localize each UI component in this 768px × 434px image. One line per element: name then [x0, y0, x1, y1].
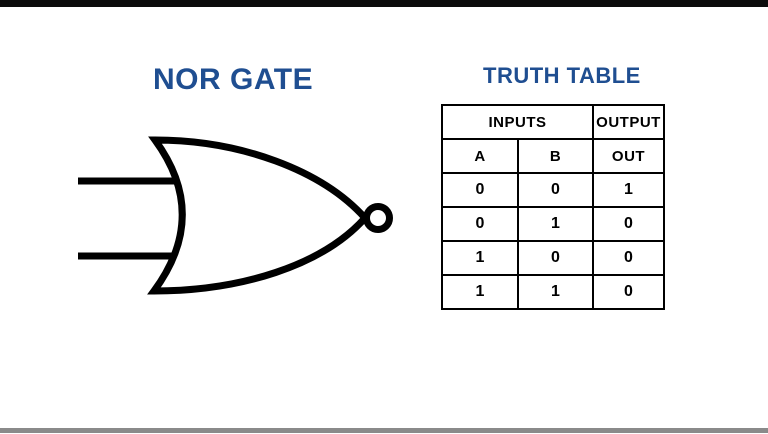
gate-title: NOR GATE: [153, 63, 314, 96]
cell-a: 0: [441, 206, 519, 242]
inversion-bubble-icon: [363, 203, 393, 233]
truth-table-group-header-row: INPUTS OUTPUT: [441, 104, 665, 140]
cell-b: 0: [517, 172, 594, 208]
cell-a: 0: [441, 172, 519, 208]
cell-out: 0: [592, 274, 665, 310]
table-row: 1 1 0: [441, 274, 665, 310]
table-row: 0 1 0: [441, 206, 665, 242]
cell-a: 1: [441, 274, 519, 310]
column-header-out: OUT: [592, 138, 665, 174]
column-header-b: B: [517, 138, 594, 174]
cell-b: 0: [517, 240, 594, 276]
cell-a: 1: [441, 240, 519, 276]
cell-out: 0: [592, 206, 665, 242]
cell-out: 1: [592, 172, 665, 208]
truth-table-column-header-row: A B OUT: [441, 138, 665, 174]
table-row: 0 0 1: [441, 172, 665, 208]
inputs-group-header: INPUTS: [441, 104, 594, 140]
gate-body: [147, 136, 370, 295]
top-border-bar: [0, 0, 768, 7]
bottom-border-bar: [0, 428, 768, 433]
output-group-header: OUTPUT: [592, 104, 665, 140]
truth-table: INPUTS OUTPUT A B OUT 0 0 1 0 1 0 1 0 0 …: [441, 104, 665, 310]
table-row: 1 0 0: [441, 240, 665, 276]
truth-table-title: TRUTH TABLE: [483, 63, 641, 88]
cell-out: 0: [592, 240, 665, 276]
cell-b: 1: [517, 274, 594, 310]
column-header-a: A: [441, 138, 519, 174]
cell-b: 1: [517, 206, 594, 242]
nor-gate-symbol: [78, 136, 393, 295]
